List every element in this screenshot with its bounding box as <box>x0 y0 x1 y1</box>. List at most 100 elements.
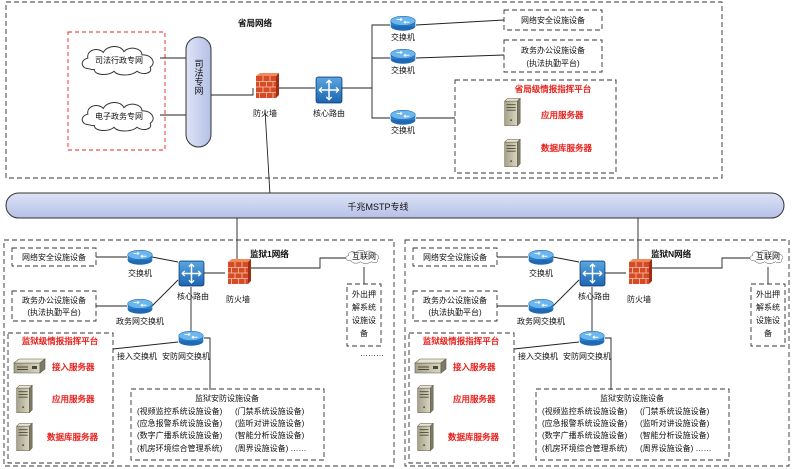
switch-icon <box>127 250 153 265</box>
outgoing-line-2: 解系统 <box>756 302 780 312</box>
security-item: (智能分析设施设备) <box>640 430 710 440</box>
prison-firewall-label: 防火墙 <box>627 294 651 304</box>
office-devices-box <box>11 290 97 322</box>
bureau-network-boundary <box>5 1 723 179</box>
server-icon <box>504 138 521 168</box>
switch-icon <box>528 250 554 265</box>
router-to-security-switch-links <box>112 287 211 390</box>
prison-office-devices-sublabel: (执法执勤平台) <box>428 307 482 317</box>
prison-security-switch-label: 安防网交换机 <box>162 351 210 361</box>
security-item: (机房环境综合管理系统) <box>542 443 628 453</box>
prison-security-devices-label: 网络安全设施设备 <box>423 252 487 262</box>
prison-db-server-label: 数据库服务器 <box>448 432 500 442</box>
router-icon <box>315 76 343 104</box>
mstp-label: 千兆MSTP专线 <box>347 201 408 212</box>
switch-icon <box>127 299 153 314</box>
switch-icon <box>528 299 554 314</box>
judicial-admin-network-label: 司法行政专网 <box>95 55 143 65</box>
prison-access-switch-label: 接入交换机 <box>518 351 558 361</box>
external-networks-box <box>67 31 166 151</box>
security-item: (智能分析设施设备) <box>235 430 305 440</box>
bureau-db-server-label: 数据库服务器 <box>541 143 593 153</box>
security-item: (门禁系统设施设备) <box>640 406 710 416</box>
prison-access-switch-label: 接入交换机 <box>117 351 157 361</box>
office-devices-box <box>503 39 603 73</box>
outgoing-ellipsis: ……… <box>360 349 384 358</box>
internet-cloud: 互联网 <box>749 249 784 264</box>
server-icon <box>16 384 33 414</box>
internet-cloud: 互联网 <box>345 249 380 264</box>
router-firewall-internet-links <box>605 257 750 274</box>
security-devices-box <box>412 247 498 267</box>
device-to-switch-links <box>497 256 528 307</box>
prison-security-switch-label: 安防网交换机 <box>563 351 611 361</box>
prison-switch-label: 交换机 <box>128 268 152 278</box>
prison-security-devices-label: 网络安全设施设备 <box>22 252 86 262</box>
pipe-label-char: 司法专网 <box>194 59 204 96</box>
security-item: (门禁系统设施设备) <box>235 406 305 416</box>
server-icon <box>16 422 33 452</box>
security-item: (应急报警系统设施设备) <box>137 418 223 428</box>
security-item: (机房环境综合管理系统) <box>137 443 223 453</box>
cloud-to-pipe-links <box>160 57 186 116</box>
outgoing-escort-box <box>750 283 786 347</box>
e-government-network-label: 电子政务专网 <box>95 111 143 121</box>
mstp-pipe <box>5 192 785 219</box>
server-icon <box>417 422 434 452</box>
server-icon <box>504 97 521 127</box>
prison-internet-label: 互联网 <box>756 252 780 261</box>
prison-core-router-label: 核心路由 <box>578 291 610 301</box>
switch-icon <box>390 49 416 64</box>
bureau-platform-title: 省局级情报指挥平台 <box>514 84 592 94</box>
prison-security-devices-group <box>535 388 730 461</box>
prison-security-group-title: 监狱安防设施设备 <box>195 393 259 403</box>
outgoing-line-4: 备 <box>360 328 368 338</box>
prison-db-server-label: 数据库服务器 <box>47 432 99 442</box>
prison-platform-box <box>7 332 114 464</box>
prison-core-router-label: 核心路由 <box>177 291 209 301</box>
prison-access-server-label: 接入服务器 <box>453 362 496 372</box>
router-to-switch-links <box>342 24 390 119</box>
prison-platform-box <box>408 332 515 464</box>
prison-office-devices-sublabel: (执法执勤平台) <box>27 307 81 317</box>
prison-app-server-label: 应用服务器 <box>453 394 496 404</box>
prison-office-devices-label: 政务办公设施设备 <box>22 295 86 305</box>
switch-icon <box>390 110 416 125</box>
security-item: (周界设施设备) …… <box>640 443 712 453</box>
outgoing-escort-box <box>346 283 382 347</box>
bureau-security-devices-label: 网络安全设施设备 <box>521 15 585 25</box>
security-item: (周界设施设备) …… <box>235 443 307 453</box>
switch-to-device-links <box>415 19 505 119</box>
outgoing-line-1: 外出押 <box>756 289 780 299</box>
security-devices-box <box>11 247 97 267</box>
security-devices-box <box>503 9 603 31</box>
switch-icon <box>178 331 204 346</box>
judicial-admin-cloud: 司法行政专网 <box>81 45 154 76</box>
prison-network-boundary <box>404 239 790 467</box>
office-devices-box <box>412 290 498 322</box>
outgoing-line-4: 备 <box>764 328 772 338</box>
prison-network-boundary <box>3 239 395 467</box>
prison-app-server-label: 应用服务器 <box>52 394 95 404</box>
prison-security-group-title: 监狱安防设施设备 <box>600 393 664 403</box>
server-icon <box>13 358 46 374</box>
firewall-icon <box>227 258 251 285</box>
firewall-to-mstp-link <box>264 109 271 196</box>
pipe-firewall-router-links <box>211 87 315 96</box>
prison-firewall-label: 防火墙 <box>226 294 250 304</box>
outgoing-line-3: 设施设 <box>756 315 780 325</box>
router-firewall-internet-links <box>204 257 348 274</box>
prison-platform-title: 监狱级情报指挥平台 <box>423 336 500 346</box>
security-item: (监听对讲设施设备) <box>235 418 305 428</box>
outgoing-line-1: 外出押 <box>352 289 376 299</box>
prison-office-switch-label: 政务网交换机 <box>116 316 164 326</box>
bureau-network-region: 省局网络 司法行政专网 电子政务专网 司法专网 防火墙 核心路由 交换机 <box>5 1 723 196</box>
switch-to-router-links <box>151 256 179 307</box>
prison-network-title: 监狱1网络 <box>250 249 289 259</box>
mstp-line: 千兆MSTP专线 <box>5 192 785 219</box>
bureau-switch2-label: 交换机 <box>391 65 415 75</box>
server-icon <box>414 358 447 374</box>
router-to-security-switch-links <box>513 287 612 390</box>
switch-icon <box>579 331 605 346</box>
outgoing-line-3: 设施设 <box>352 315 376 325</box>
